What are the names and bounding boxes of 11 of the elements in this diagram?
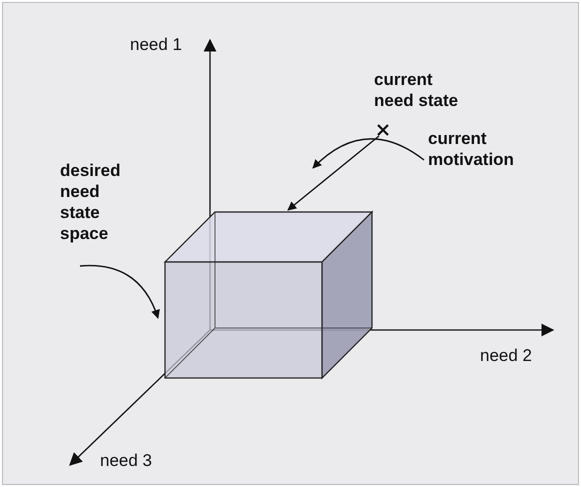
arrow [287,135,380,211]
callout-text: current motivation [428,128,538,170]
leader-line [312,138,424,169]
leader-line [80,264,160,319]
axis-label: need 3 [100,450,152,471]
cube [164,210,374,380]
axis-label: need 2 [480,345,532,366]
axis-label: need 1 [130,34,182,55]
callout-text: desired need state space [60,160,140,244]
point-label: current need state [374,69,460,111]
cross-mark [376,124,390,136]
